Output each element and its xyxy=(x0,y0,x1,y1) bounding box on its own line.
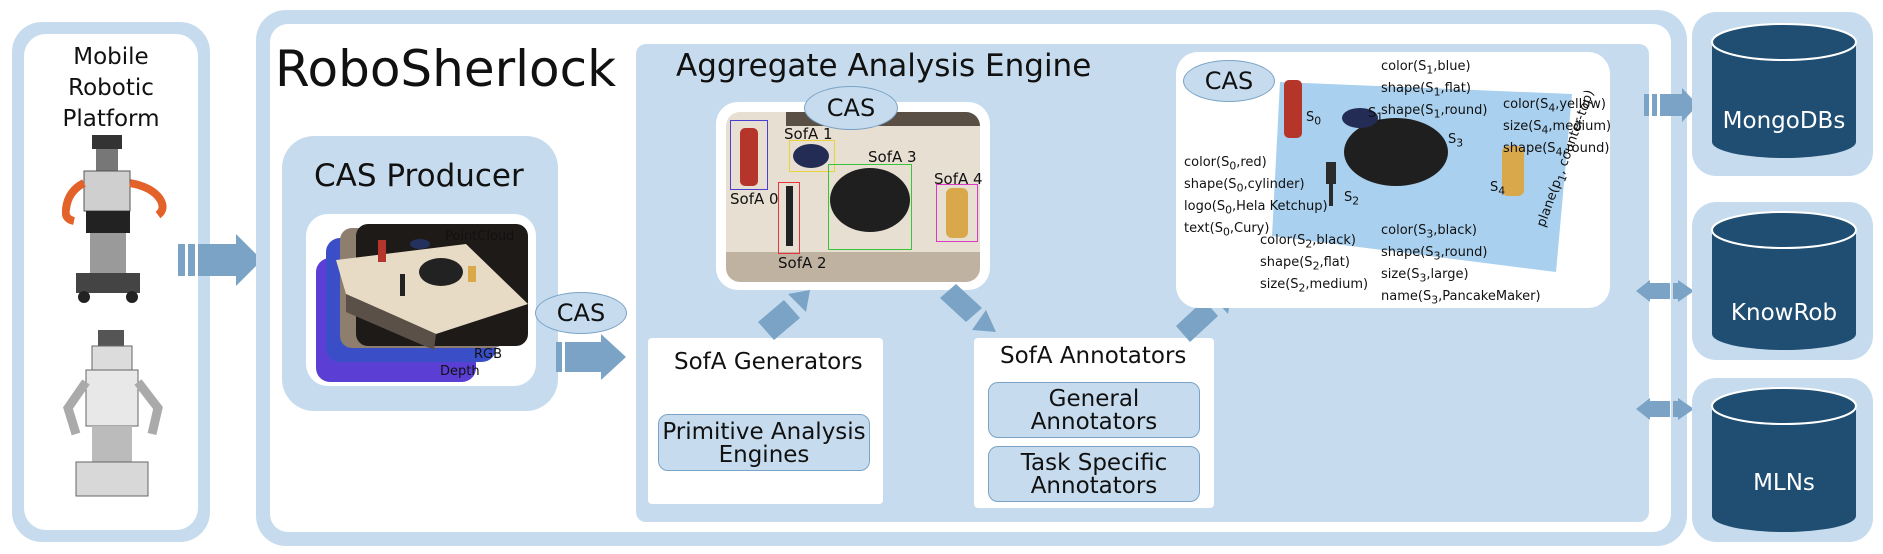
object-tag-s0: S0 xyxy=(1306,110,1322,128)
sofa-label-4: SofA 4 xyxy=(934,170,983,188)
robot-image-1 xyxy=(62,135,167,303)
annotation-s2: color(S2,black) xyxy=(1260,233,1356,251)
platform-title: Mobile Robotic Platform xyxy=(24,42,198,135)
scene-table-plane xyxy=(1272,80,1572,272)
knowrob-database-icon xyxy=(1711,211,1857,350)
general-annotators-label: General Annotators xyxy=(1030,386,1158,435)
platform-title-line: Robotic xyxy=(68,75,154,101)
mlns-label: MLNs xyxy=(1753,470,1815,496)
general-annotators: General Annotators xyxy=(988,382,1200,438)
annotation-s0: color(S0,red) xyxy=(1184,155,1267,173)
sofa-box-2 xyxy=(778,182,800,254)
annotation-s4: shape(S4,round) xyxy=(1503,141,1610,159)
primitive-analysis-engines-label: Primitive Analysis Engines xyxy=(662,419,866,468)
mongodbs-database-icon xyxy=(1711,23,1857,158)
sofa-label-2: SofA 2 xyxy=(778,254,827,272)
mongodbs-label: MongoDBs xyxy=(1722,108,1846,134)
sofa-label-3: SofA 3 xyxy=(868,148,917,166)
aae-title: Aggregate Analysis Engine xyxy=(676,48,1092,84)
object-tag-s2: S2 xyxy=(1344,190,1360,208)
sofa-box-1 xyxy=(789,140,835,172)
sofa-label-0: SofA 0 xyxy=(730,190,779,208)
cas-bubble-sofa: CAS xyxy=(804,86,898,130)
arrow-to-mongodbs xyxy=(1644,88,1698,122)
depth-label: Depth xyxy=(440,364,480,379)
object-tag-s4: S4 xyxy=(1490,180,1506,198)
arrow-generators-to-sofa xyxy=(758,290,810,340)
annotation-s3: shape(S3,round) xyxy=(1381,245,1488,263)
annotation-block-s4: color(S4,yellow) size(S4,medium) shape(S… xyxy=(1503,96,1611,162)
annotation-block-s3: color(S3,black) shape(S3,round) size(S3,… xyxy=(1381,222,1541,310)
arrow-knowrob-bidirectional xyxy=(1636,280,1694,302)
sofa-generators-title: SofA Generators xyxy=(674,349,863,375)
annotation-s1: shape(S1,flat) xyxy=(1381,81,1471,99)
platform-title-line: Mobile xyxy=(73,44,149,70)
cas-bubble-producer: CAS xyxy=(535,292,627,334)
mlns-database-icon xyxy=(1711,387,1857,532)
annotation-block-s1: color(S1,blue) shape(S1,flat) shape(S1,r… xyxy=(1381,58,1487,124)
arrow-producer-to-engine xyxy=(556,334,626,380)
cas-bubble-scene: CAS xyxy=(1183,60,1275,102)
pointcloud-label: PointCloud xyxy=(445,229,515,244)
cas-producer-title: CAS Producer xyxy=(314,158,524,194)
sofa-box-4 xyxy=(936,184,978,242)
ketchup-bottle xyxy=(740,128,758,186)
sensor-layers-image xyxy=(316,224,528,382)
robosherlock-title: RoboSherlock xyxy=(275,40,617,98)
robot-image-2 xyxy=(63,330,163,497)
arrow-mlns-bidirectional xyxy=(1636,398,1694,420)
annotation-s1: shape(S1,round) xyxy=(1381,103,1488,121)
sofa-box-3 xyxy=(828,164,912,250)
annotation-block-s0: color(S0,red) shape(S0,cylinder) logo(S0… xyxy=(1184,154,1328,242)
rgb-label: RGB xyxy=(474,347,503,362)
mayo-bottle xyxy=(946,188,968,238)
sofa-box-0 xyxy=(730,120,768,190)
pancake-maker xyxy=(830,168,910,232)
task-specific-annotators: Task Specific Annotators xyxy=(988,446,1200,502)
annotation-s0: text(S0,Cury) xyxy=(1184,221,1270,239)
sofa-annotators-title: SofA Annotators xyxy=(1000,343,1187,369)
annotation-s4: color(S4,yellow) xyxy=(1503,97,1606,115)
primitive-analysis-engines: Primitive Analysis Engines xyxy=(658,414,870,471)
sofa-label-1: SofA 1 xyxy=(784,125,833,143)
knowrob-label: KnowRob xyxy=(1730,300,1838,326)
annotation-s2: shape(S2,flat) xyxy=(1260,255,1350,273)
arrow-sofa-to-annotators xyxy=(940,284,996,332)
task-specific-annotators-label: Task Specific Annotators xyxy=(1020,450,1168,499)
annotation-s0: shape(S0,cylinder) xyxy=(1184,177,1305,195)
object-tag-s1: S1 xyxy=(1368,106,1384,124)
annotation-s0: logo(S0,Hela Ketchup) xyxy=(1184,199,1328,217)
annotation-s3: name(S3,PancakeMaker) xyxy=(1381,289,1541,307)
object-tag-s3: S3 xyxy=(1448,132,1464,150)
annotation-s4: size(S4,medium) xyxy=(1503,119,1612,137)
annotation-s3: color(S3,black) xyxy=(1381,223,1477,241)
annotation-s2: size(S2,medium) xyxy=(1260,277,1369,295)
annotation-s1: color(S1,blue) xyxy=(1381,59,1471,77)
annotation-block-s2: color(S2,black) shape(S2,flat) size(S2,m… xyxy=(1260,232,1368,298)
arrow-platform-to-robosherlock xyxy=(178,234,262,286)
platform-title-line: Platform xyxy=(62,106,160,132)
plate xyxy=(793,144,829,168)
annotation-s3: size(S3,large) xyxy=(1381,267,1469,285)
spatula xyxy=(786,186,793,246)
